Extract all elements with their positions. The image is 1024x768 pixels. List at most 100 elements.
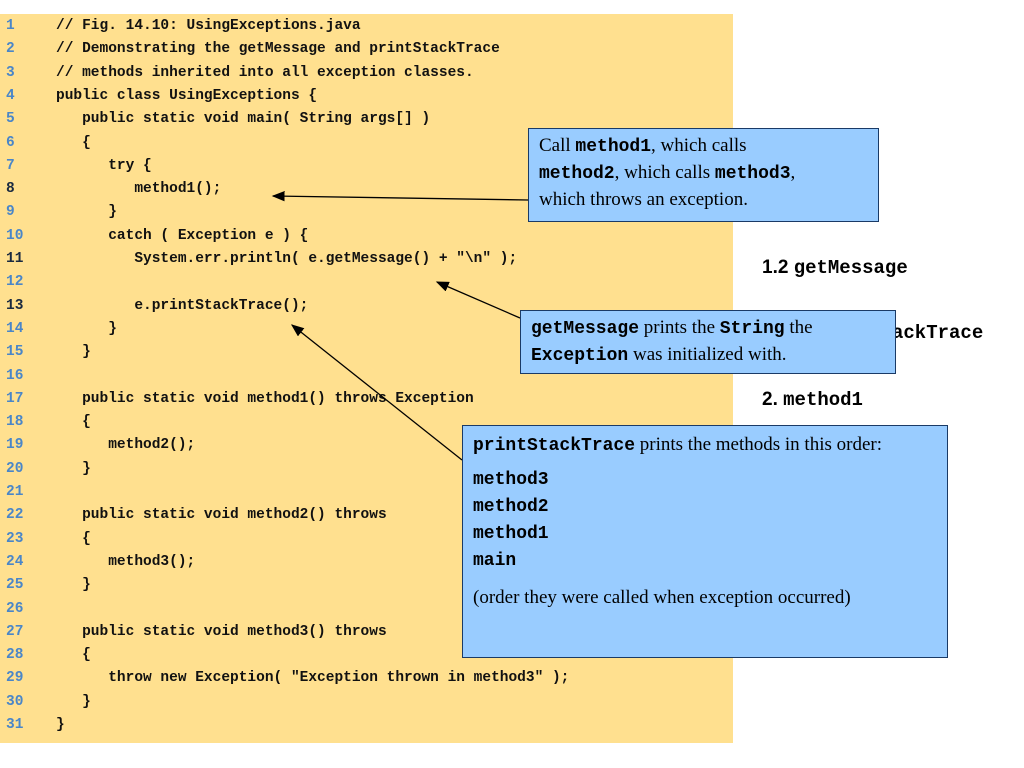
callout-code: method3 bbox=[714, 164, 791, 184]
code-line: 4 public class UsingExceptions { bbox=[0, 85, 317, 108]
code-text: { bbox=[56, 134, 91, 151]
code-text: { bbox=[56, 414, 91, 431]
code-line: 16 bbox=[0, 365, 56, 388]
stack-entry: method2 bbox=[473, 497, 549, 517]
code-text: } bbox=[56, 320, 117, 337]
code-line: 20 } bbox=[0, 458, 91, 481]
code-line: 29 throw new Exception( "Exception throw… bbox=[0, 667, 569, 690]
code-line: 28 { bbox=[0, 644, 91, 667]
callout-note: (order they were called when exception o… bbox=[473, 587, 851, 608]
code-text: public static void method1() throws Exce… bbox=[56, 390, 474, 407]
code-line: 23 { bbox=[0, 528, 91, 551]
arrow-to-getmessage bbox=[435, 281, 521, 319]
line-number: 18 bbox=[6, 414, 24, 431]
callout-printstacktrace: printStackTrace prints the methods in th… bbox=[462, 425, 948, 658]
arrow-to-printstacktrace bbox=[290, 324, 463, 461]
callout-text: , which calls bbox=[614, 162, 715, 183]
callout-text: prints the methods in this order: bbox=[635, 434, 883, 455]
code-line: 11 System.err.println( e.getMessage() + … bbox=[0, 248, 517, 271]
code-text: } bbox=[56, 344, 91, 361]
arrow-to-method1-call bbox=[271, 190, 529, 202]
code-text: // Demonstrating the getMessage and prin… bbox=[56, 41, 500, 58]
line-number: 28 bbox=[6, 647, 24, 664]
line-number: 8 bbox=[6, 181, 15, 198]
line-number: 10 bbox=[6, 227, 24, 244]
code-line: 24 method3(); bbox=[0, 551, 195, 574]
callout-code: String bbox=[719, 319, 785, 339]
callout-code: getMessage bbox=[531, 319, 640, 339]
line-number: 19 bbox=[6, 437, 24, 454]
line-number: 15 bbox=[6, 344, 24, 361]
code-text: System.err.println( e.getMessage() + "\n… bbox=[56, 251, 518, 267]
line-number: 27 bbox=[6, 623, 24, 640]
code-line: 9 } bbox=[0, 201, 117, 224]
callout-call-method1: Call method1 , which calls method2, which… bbox=[528, 128, 879, 222]
line-number: 4 bbox=[6, 87, 15, 104]
stack-entry: main bbox=[473, 551, 517, 571]
callout-code: Exception bbox=[531, 346, 629, 366]
code-line: 19 method2(); bbox=[0, 434, 195, 457]
line-number: 16 bbox=[6, 367, 24, 384]
code-line: 6 { bbox=[0, 132, 91, 155]
code-text: public static void method2() throws bbox=[56, 507, 387, 524]
outline-label-getmessage: 1.2 getMessage bbox=[762, 257, 908, 279]
code-line: 31} bbox=[0, 714, 65, 737]
code-line: 10 catch ( Exception e ) { bbox=[0, 225, 308, 248]
outline-label-method1: 2. method1 bbox=[762, 389, 863, 411]
callout-text: , bbox=[790, 162, 796, 183]
line-number: 9 bbox=[6, 204, 15, 221]
line-number: 20 bbox=[6, 460, 24, 477]
outline-code: ackTrace bbox=[892, 322, 984, 344]
callout-code: printStackTrace bbox=[473, 436, 636, 456]
code-text: try { bbox=[56, 157, 152, 174]
code-text: catch ( Exception e ) { bbox=[56, 227, 309, 244]
callout-getmessage: getMessage prints the String the Excepti… bbox=[520, 310, 896, 374]
outline-number: 2. bbox=[762, 389, 778, 410]
code-line: 25 } bbox=[0, 574, 91, 597]
code-line: 15 } bbox=[0, 341, 91, 364]
code-line: 26 bbox=[0, 598, 56, 621]
outline-label-printstacktrace: ackTrace bbox=[892, 322, 983, 344]
line-number: 14 bbox=[6, 320, 24, 337]
code-text: } bbox=[56, 693, 91, 710]
code-text: { bbox=[56, 530, 91, 547]
outline-code: getMessage bbox=[793, 257, 908, 279]
callout-code: method2 bbox=[539, 164, 615, 184]
code-text: public static void main( String args[] ) bbox=[56, 111, 431, 128]
code-text: } bbox=[56, 717, 65, 733]
line-number: 21 bbox=[6, 484, 24, 500]
code-text: // methods inherited into all exception … bbox=[56, 64, 474, 81]
line-number: 5 bbox=[6, 111, 15, 128]
code-line: 30 } bbox=[0, 691, 91, 714]
code-line: 5 public static void main( String args[]… bbox=[0, 108, 430, 131]
line-number: 7 bbox=[6, 157, 15, 174]
line-number: 11 bbox=[6, 251, 24, 267]
code-text: { bbox=[56, 647, 91, 664]
code-line: 18 { bbox=[0, 411, 91, 434]
code-line: 22 public static void method2() throws bbox=[0, 504, 387, 527]
callout-text: Call bbox=[539, 135, 576, 156]
line-number: 1 bbox=[6, 18, 15, 34]
callout-text: the bbox=[784, 317, 813, 338]
code-line: 13 e.printStackTrace(); bbox=[0, 295, 308, 318]
line-number: 3 bbox=[6, 64, 15, 81]
code-line: 1// Fig. 14.10: UsingExceptions.java bbox=[0, 15, 361, 38]
code-text: public class UsingExceptions { bbox=[56, 87, 318, 104]
code-text: } bbox=[56, 460, 91, 477]
code-text: method1(); bbox=[56, 181, 222, 198]
line-number: 25 bbox=[6, 577, 24, 594]
line-number: 23 bbox=[6, 530, 24, 547]
callout-code: method1 bbox=[575, 137, 652, 157]
line-number: 17 bbox=[6, 390, 24, 407]
line-number: 6 bbox=[6, 134, 15, 151]
code-line: 21 bbox=[0, 481, 56, 504]
callout-text: which throws an exception. bbox=[539, 189, 748, 210]
line-number: 31 bbox=[6, 717, 24, 733]
code-line: 8 method1(); bbox=[0, 178, 221, 201]
code-text: throw new Exception( "Exception thrown i… bbox=[56, 670, 570, 687]
code-text: } bbox=[56, 204, 117, 221]
code-text: method2(); bbox=[56, 437, 196, 454]
code-line: 3 // methods inherited into all exception… bbox=[0, 62, 474, 85]
line-number: 24 bbox=[6, 553, 24, 570]
